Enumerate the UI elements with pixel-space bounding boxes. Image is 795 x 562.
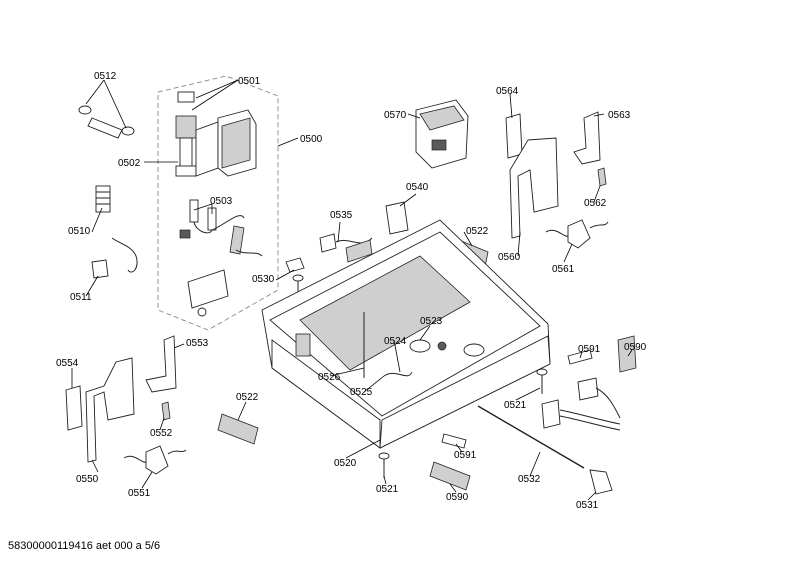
label-0500: 0500 (300, 134, 323, 145)
label-0521-upper: 0521 (504, 400, 527, 411)
document-id: 58300000119416 aet 000 a 5/6 (8, 540, 161, 552)
part-0563-bracket (573, 111, 601, 165)
leader-lines (71, 79, 633, 501)
label-0530: 0530 (252, 274, 275, 285)
part-0522-connector-lower (217, 413, 259, 445)
part-0510-spring (95, 185, 111, 213)
part-0591-pin-lower (441, 433, 467, 449)
part-0551 (145, 445, 169, 475)
label-0562: 0562 (584, 198, 607, 209)
part-0531 (589, 469, 613, 495)
part-harness (541, 377, 621, 431)
label-0512: 0512 (94, 71, 117, 82)
part-0524-wire (383, 371, 413, 377)
part-0530 (285, 257, 305, 296)
part-0510-hose (111, 237, 138, 273)
label-0522-lower: 0522 (236, 392, 259, 403)
part-0570-module (415, 99, 469, 169)
label-0554: 0554 (56, 358, 79, 369)
part-0552 (161, 401, 171, 421)
part-0511-clip (91, 259, 109, 279)
label-0560: 0560 (498, 252, 521, 263)
part-0502-valve (175, 91, 197, 177)
label-0590-upper: 0590 (624, 342, 647, 353)
part-0550-frame (85, 357, 135, 463)
label-0511: 0511 (70, 292, 92, 303)
label-0561: 0561 (552, 264, 575, 275)
part-number-labels: 0512 0501 0500 0502 0503 0510 0511 0535 … (56, 71, 647, 511)
label-0531: 0531 (576, 500, 599, 511)
label-0535: 0535 (330, 210, 353, 221)
label-0532: 0532 (518, 474, 541, 485)
part-0561 (567, 219, 591, 249)
part-0512-hose (78, 105, 135, 139)
label-0502: 0502 (118, 158, 141, 169)
label-0570: 0570 (384, 110, 407, 121)
label-0591-lower: 0591 (454, 450, 477, 461)
part-0562 (597, 167, 607, 187)
part-0535 (319, 233, 373, 263)
part-0532-rod (477, 405, 585, 469)
part-valve-mount (187, 269, 229, 317)
part-0590-connector-lower (429, 461, 471, 491)
label-0510: 0510 (68, 226, 91, 237)
label-0524: 0524 (384, 336, 407, 347)
part-0500-bracket (195, 109, 257, 177)
label-0551: 0551 (128, 488, 151, 499)
label-0590-lower: 0590 (446, 492, 469, 503)
part-0521-screw-lower (378, 452, 390, 478)
label-0553: 0553 (186, 338, 209, 349)
label-0563: 0563 (608, 110, 631, 121)
label-0522-upper: 0522 (466, 226, 489, 237)
part-0590-connector-upper (617, 335, 637, 373)
part-0521-screw-upper (536, 368, 548, 394)
label-0591-upper: 0591 (578, 344, 601, 355)
label-0503: 0503 (210, 196, 233, 207)
part-0564-bracket (505, 113, 523, 159)
label-0564: 0564 (496, 86, 519, 97)
part-0520-base (261, 219, 551, 449)
part-0503-cable (179, 199, 263, 257)
label-0521-lower: 0521 (376, 484, 399, 495)
label-0520: 0520 (334, 458, 357, 469)
part-0554 (65, 385, 83, 431)
label-0526: 0526 (318, 372, 341, 383)
label-0525: 0525 (350, 387, 373, 398)
label-0540: 0540 (406, 182, 429, 193)
label-0552: 0552 (150, 428, 173, 439)
part-0540 (385, 201, 409, 235)
label-0501: 0501 (238, 76, 261, 87)
part-0560-frame (509, 137, 559, 239)
label-0523: 0523 (420, 316, 443, 327)
label-0550: 0550 (76, 474, 99, 485)
part-0553-bracket (145, 335, 177, 393)
